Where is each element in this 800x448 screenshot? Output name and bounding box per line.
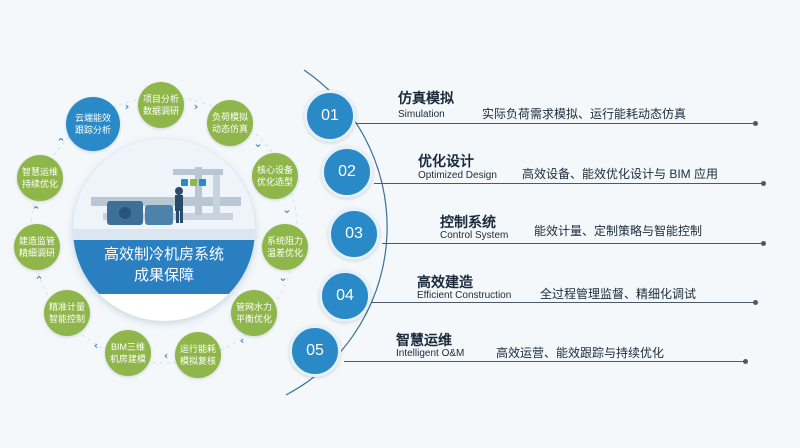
center-title: 高效制冷机房系统 <box>103 246 224 263</box>
step-description: 高效设备、能效优化设计与 BIM 应用 <box>522 167 719 181</box>
step-title: 智慧运维 <box>396 332 452 348</box>
chevron-down-icon: ⌄ <box>253 137 263 150</box>
step-english-label: Efficient Construction <box>417 290 512 301</box>
step-underline <box>372 300 758 305</box>
step-underline <box>344 359 748 364</box>
ring-node-construction-supervision: 建造监管精细调研 <box>14 224 60 270</box>
chevron-right-icon: › <box>124 100 130 113</box>
ring-node-system-resistance: 系统阻力温差优化 <box>262 224 308 270</box>
ring-node-project-analysis: 项目分析数据调研 <box>138 82 184 128</box>
step-english-label: Simulation <box>398 109 445 120</box>
step-number-badge: 04 <box>319 270 371 322</box>
chevron-up-icon: ⌃ <box>31 204 41 217</box>
ring-node-energy-review: 运行能耗模拟复核 <box>175 332 221 378</box>
ring-node-core-equipment: 核心设备优化选型 <box>252 153 298 199</box>
step-number-badge: 05 <box>289 325 341 377</box>
step-underline <box>374 181 766 186</box>
ring-node-load-simulation: 负荷模拟动态仿真 <box>207 100 253 146</box>
ring-node-pipe-balance: 管网水力平衡优化 <box>231 290 277 336</box>
chevron-down-icon: ⌄ <box>282 203 292 216</box>
step-number-badge: 01 <box>304 90 356 142</box>
chevron-up-icon: ⌃ <box>34 274 44 287</box>
chevron-left-icon: ‹ <box>93 339 99 352</box>
ring-node-metering-control: 精准计量智能控制 <box>44 290 90 336</box>
step-underline <box>382 241 766 246</box>
step-description: 能效计量、定制策略与智能控制 <box>534 224 703 238</box>
chevron-down-icon: ⌄ <box>278 271 288 284</box>
step-english-label: Control System <box>440 230 509 241</box>
step-underline <box>356 121 758 126</box>
ring-node-bim-modeling: BIM三维机房建模 <box>105 330 151 376</box>
chevron-right-icon: › <box>193 100 199 113</box>
ring-node-smart-operation: 智慧运维持续优化 <box>17 155 63 201</box>
center-banner: 高效制冷机房系统 成果保障 <box>73 240 255 294</box>
chevron-left-icon: ‹ <box>163 349 169 362</box>
step-description: 全过程管理监督、精细化调试 <box>540 287 697 301</box>
step-english-label: Intelligent O&M <box>396 348 465 359</box>
step-title: 高效建造 <box>417 274 473 290</box>
chevron-up-icon: ⌃ <box>56 136 66 149</box>
step-title: 仿真模拟 <box>398 90 454 106</box>
step-number-badge: 03 <box>328 208 380 260</box>
step-description: 高效运营、能效跟踪与持续优化 <box>496 346 665 360</box>
step-number-badge: 02 <box>321 146 373 198</box>
center-subtitle: 成果保障 <box>133 267 194 284</box>
chevron-left-icon: ‹ <box>239 334 245 347</box>
step-english-label: Optimized Design <box>418 170 497 181</box>
step-title: 控制系统 <box>440 214 496 230</box>
step-description: 实际负荷需求模拟、运行能耗动态仿真 <box>482 107 687 121</box>
center-disc: 高效制冷机房系统 成果保障 <box>73 139 255 321</box>
step-title: 优化设计 <box>418 153 474 169</box>
